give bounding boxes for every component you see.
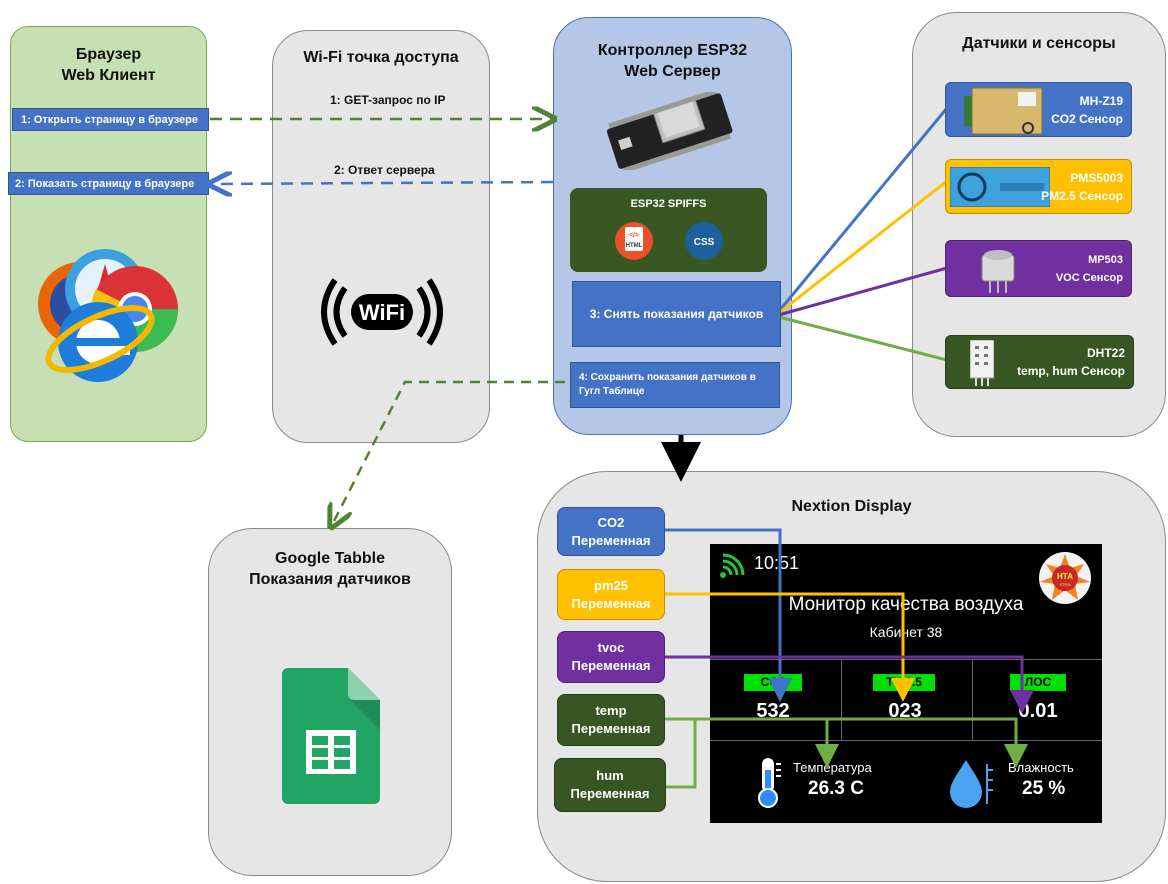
clock-text: 10:51 (754, 553, 800, 573)
badge-subtext: STEM (1059, 582, 1070, 587)
sensor-desc: PM2.5 Сенсор (1041, 188, 1123, 203)
step4-box: 4: Сохранить показания датчиков в Гугл Т… (570, 362, 780, 408)
school-badge-icon: НТА STEM (1039, 552, 1091, 604)
sensor-desc: VOC Сенсор (1055, 271, 1123, 284)
sensor-name: MH-Z19 (1079, 93, 1123, 108)
response-label: 2: Ответ сервера (334, 163, 435, 177)
wifi-icon: WiFi (321, 278, 443, 346)
var-name: pm25 (594, 577, 628, 593)
var-name: tvoc (597, 640, 625, 655)
spiffs-box: ESP32 SPIFFS (570, 188, 767, 272)
var-sub: Переменная (571, 595, 651, 611)
sensor-dht22: DHT22 temp, hum Сенсор (945, 335, 1134, 389)
screen-divider (841, 659, 842, 740)
dht22-module-icon (970, 340, 994, 386)
step1-box: 1: Открыть страницу в браузере (12, 108, 209, 131)
pms5003-module-icon (950, 167, 1050, 207)
esp32-board-icon (606, 92, 733, 170)
sensor-desc: CO2 Сенсор (1051, 111, 1123, 126)
value-co2: 532 (756, 700, 790, 722)
sensors-title: Датчики и сенсоры (962, 35, 1116, 52)
var-name: CO2 (597, 514, 625, 530)
signal-icon (720, 553, 745, 578)
thermometer-icon (758, 758, 781, 808)
sensor-name: DHT22 (1086, 346, 1125, 360)
html-file-icon: </> HTML (615, 222, 653, 260)
css-file-icon: CSS (685, 222, 723, 260)
screen-title: Монитор качества воздуха (788, 594, 1024, 615)
temp-value: 26.3 C (808, 778, 864, 799)
mp503-module-icon (981, 250, 1015, 293)
var-sub: Переменная (570, 786, 650, 801)
tag-voc: ЛОС (1010, 674, 1066, 691)
screen-divider (710, 740, 1102, 741)
sensor-name: PMS5003 (1070, 170, 1123, 185)
value-pm25: 023 (888, 700, 922, 722)
sensor-desc: temp, hum Сенсор (1017, 364, 1125, 378)
svg-text:HTML: HTML (626, 243, 643, 249)
browser-logos-icon (38, 249, 179, 382)
nextion-title: Nextion Display (791, 498, 912, 515)
var-sub: Переменная (571, 721, 651, 736)
screen-divider (710, 659, 1102, 660)
request-label: 1: GET-запрос по IP (330, 93, 446, 107)
screen-subtitle: Кабинет 38 (869, 624, 943, 640)
svg-text:</>: </> (629, 232, 639, 239)
var-name: hum (596, 768, 624, 783)
wifi-panel (272, 30, 490, 443)
screen-divider (972, 659, 973, 740)
step2-box: 2: Показать страницу в браузере (8, 172, 209, 195)
var-sub: Переменная (571, 532, 651, 548)
wifi-title: Wi-Fi точка доступа (303, 49, 459, 66)
var-name: temp (595, 703, 627, 718)
wifi-logo-text: WiFi (359, 300, 405, 325)
svg-text:CSS: CSS (694, 237, 715, 248)
google-sheets-icon (282, 668, 380, 804)
humidity-drop-icon (950, 760, 993, 808)
spiffs-title: ESP32 SPIFFS (630, 198, 707, 210)
badge-text: НТА (1057, 572, 1073, 581)
step3-box: 3: Снять показания датчиков (572, 281, 781, 347)
mhz19-module-icon (964, 87, 1043, 135)
var-sub: Переменная (571, 658, 651, 673)
hum-value: 25 % (1022, 778, 1066, 799)
sensor-name: MP503 (1088, 253, 1123, 266)
